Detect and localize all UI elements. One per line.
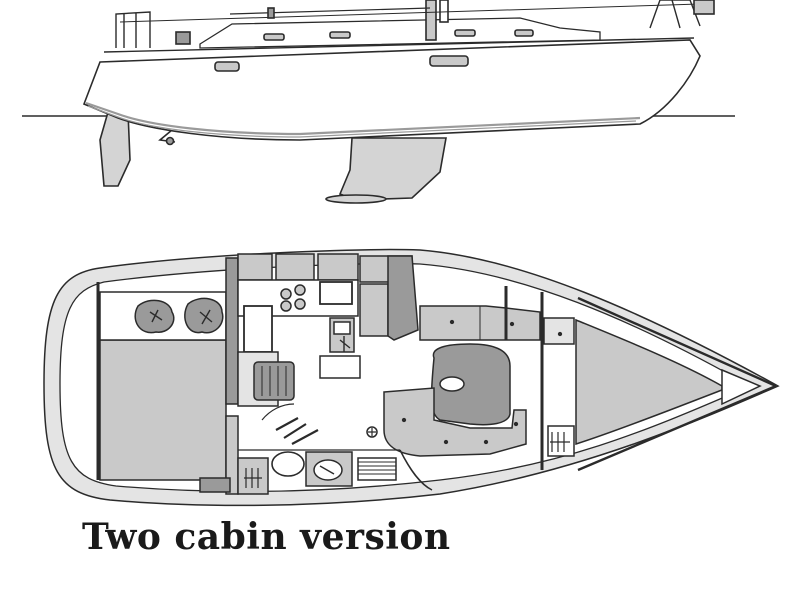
u-settee-dot-2 xyxy=(443,439,449,445)
saloon-cabinet xyxy=(359,283,389,337)
hull xyxy=(82,39,701,141)
fridge-lid xyxy=(319,281,353,305)
fwd-cabin-locker xyxy=(547,425,575,457)
galley-tap xyxy=(339,336,351,352)
mast-base xyxy=(425,0,437,41)
boot-stripe xyxy=(85,101,641,136)
hull-port-aft xyxy=(214,61,240,72)
head-locker-lines xyxy=(244,468,262,488)
aft-cabin-berth xyxy=(99,339,227,481)
lifeline xyxy=(119,3,701,23)
mast-base-2 xyxy=(439,0,449,23)
plan-view xyxy=(43,248,780,507)
stove-burner-4 xyxy=(294,298,306,310)
settee-dot-1 xyxy=(449,319,455,325)
propeller xyxy=(165,136,175,146)
aft-bulkhead xyxy=(225,257,239,405)
side-elevation xyxy=(22,0,735,204)
aft-bulkhead-low xyxy=(225,415,239,495)
toilet xyxy=(271,451,305,477)
head-tap xyxy=(319,465,335,475)
hull-edge-right-upper xyxy=(577,296,777,388)
head-partition-curve xyxy=(399,449,433,491)
cabin-port-2 xyxy=(329,31,351,39)
head-wall xyxy=(237,457,269,495)
saloon-table-leaf xyxy=(439,376,465,392)
u-settee-dot-1 xyxy=(401,417,407,423)
head-grate-lines xyxy=(358,461,396,475)
galley-sink xyxy=(243,305,273,353)
diagram-caption: Two cabin version xyxy=(82,516,451,558)
stove-burner-3 xyxy=(280,300,292,312)
nav-seat xyxy=(253,361,295,401)
galley-cabinet-2 xyxy=(275,253,315,281)
fwd-hanging-locker xyxy=(550,432,570,452)
hull-port-fwd xyxy=(429,55,469,67)
rudder xyxy=(99,111,131,187)
helm-mark-right xyxy=(199,309,213,325)
cabin-port-3 xyxy=(454,29,476,37)
u-settee-dot-4 xyxy=(513,421,519,427)
saloon-cabinet-curve xyxy=(387,255,419,341)
head-grate xyxy=(357,457,397,481)
fwd-chain-locker xyxy=(721,368,762,406)
helm-mark-left xyxy=(149,309,163,323)
keel xyxy=(338,137,447,201)
cabin-port-4 xyxy=(514,29,534,37)
stern-pulpit xyxy=(115,11,151,48)
keel-bulb xyxy=(325,194,387,204)
companionway-steps xyxy=(275,417,319,445)
u-settee-dot-3 xyxy=(483,439,489,445)
galley-cabinet-1 xyxy=(237,253,273,281)
aft-locker-low xyxy=(199,477,231,493)
boom xyxy=(229,7,431,15)
galley-cabinet-3 xyxy=(317,253,359,281)
boot-stripe-2 xyxy=(87,105,637,138)
saloon-u-settee xyxy=(383,387,527,457)
galley-step xyxy=(319,355,361,379)
bow-fitting xyxy=(693,0,715,15)
fwd-step-dot xyxy=(557,331,563,337)
winch-mid xyxy=(267,7,275,19)
hull-edge-right-lower xyxy=(577,384,777,472)
cabin-port-1 xyxy=(263,33,285,41)
galley-island-top xyxy=(333,321,351,335)
mast-step-cross xyxy=(368,428,376,436)
winch-aft xyxy=(175,31,191,45)
nav-seat-lines xyxy=(261,366,287,396)
stove-burner-1 xyxy=(280,288,292,300)
settee-dot-2 xyxy=(509,321,515,327)
door-swing xyxy=(261,403,295,421)
fwd-cabin-step xyxy=(543,317,575,345)
coachroof xyxy=(199,17,601,49)
stove-burner-2 xyxy=(294,284,306,296)
